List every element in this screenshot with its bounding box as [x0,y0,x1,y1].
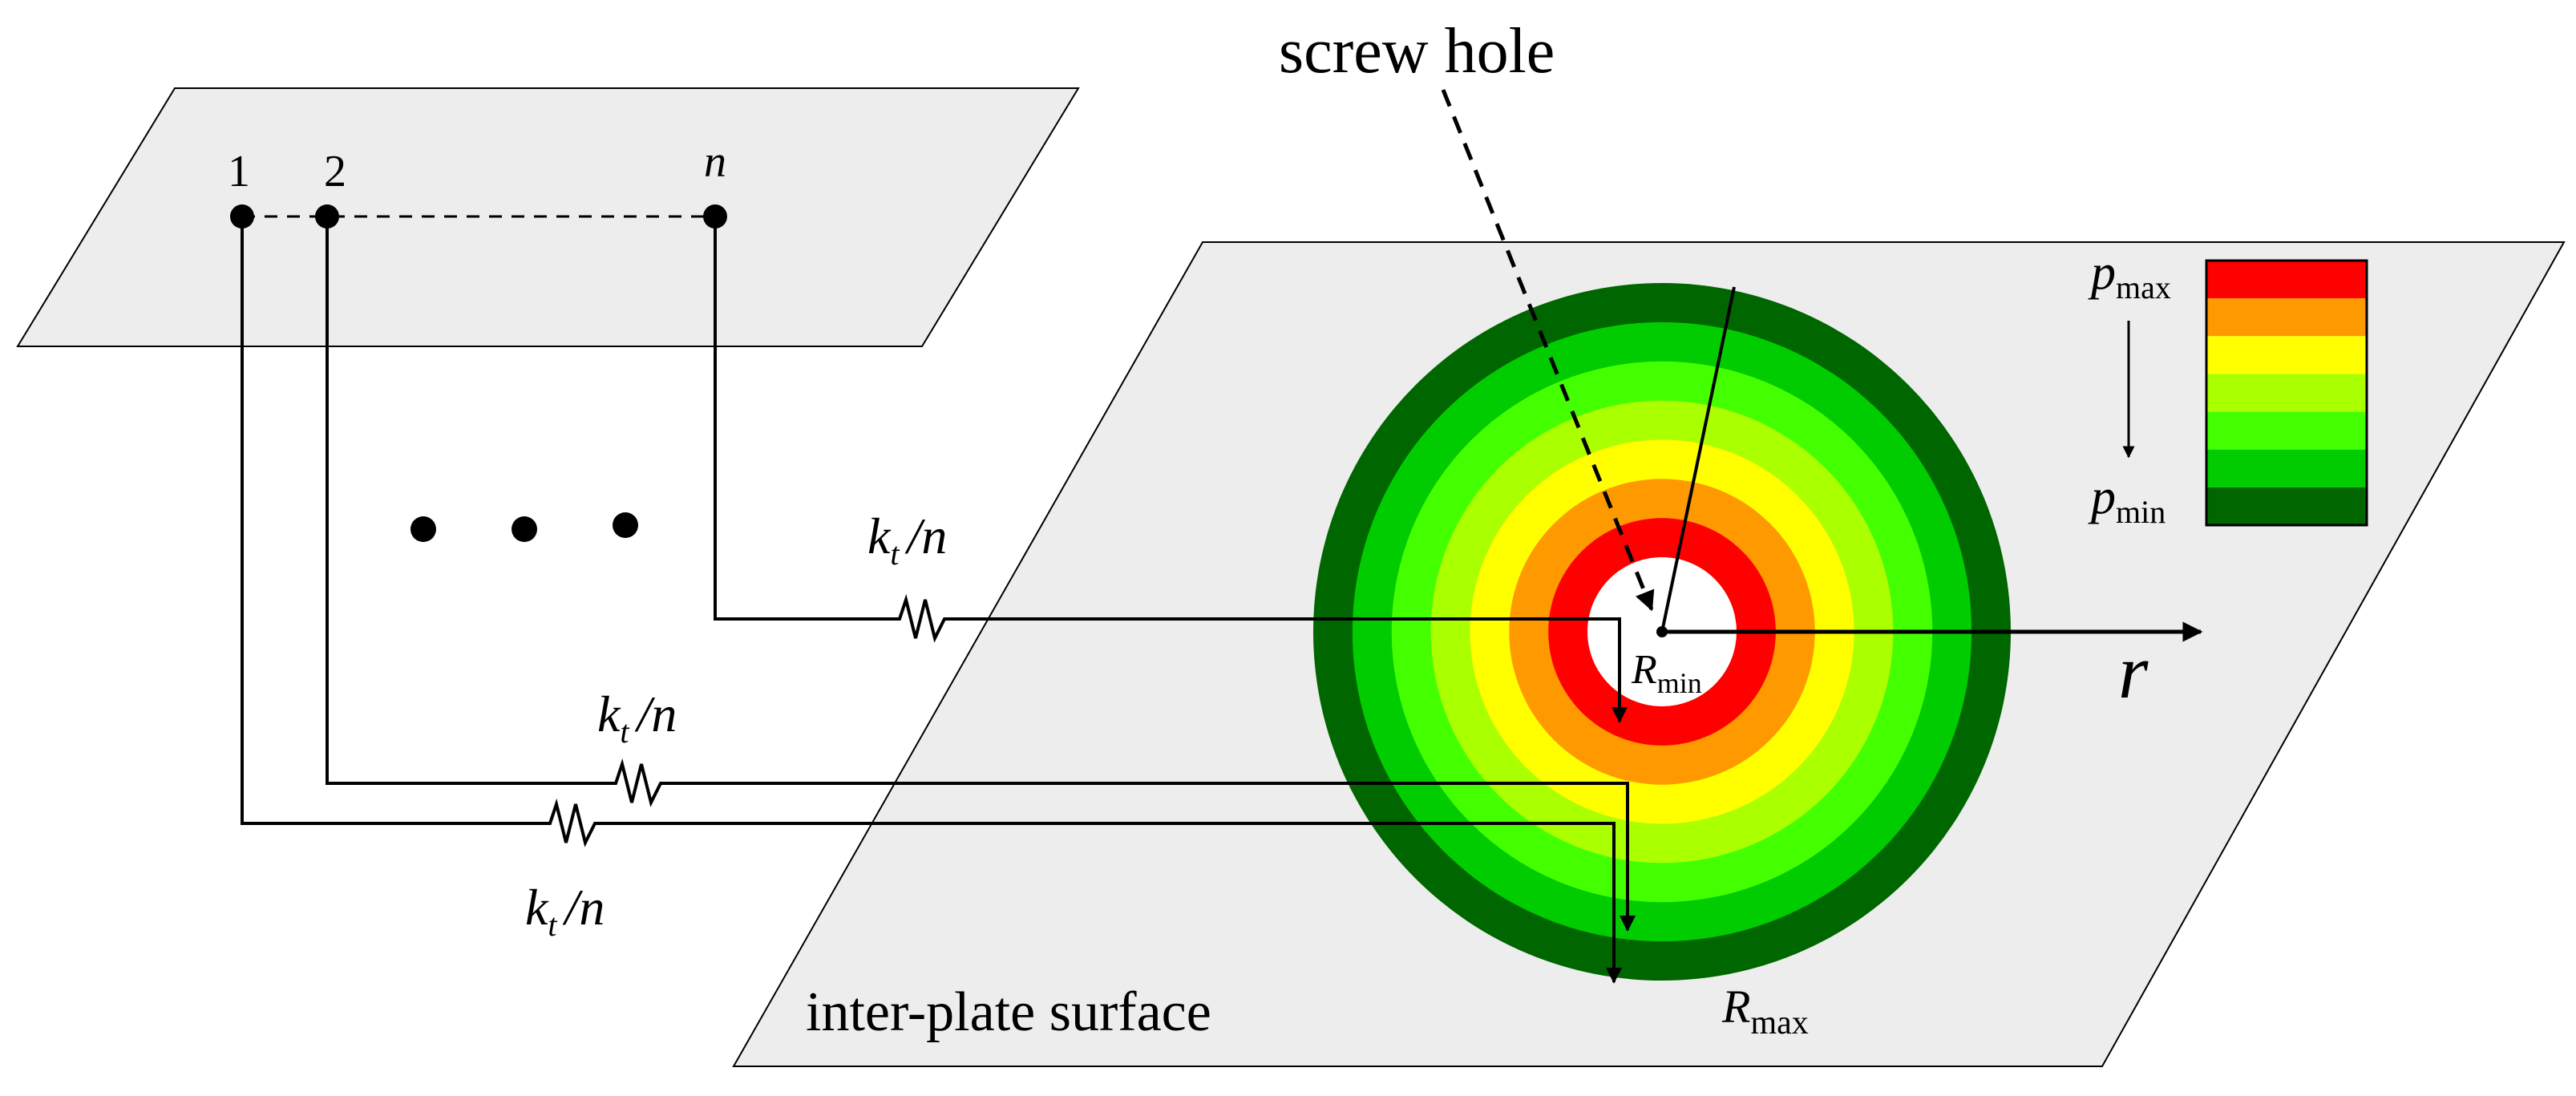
spring-connection-2 [326,216,1636,932]
node-n-label: n [704,137,726,187]
legend-swatch [2206,261,2367,299]
legend-swatch [2206,298,2367,337]
legend-swatch [2206,336,2367,374]
legend-swatch [2206,487,2367,525]
ellipsis-dot [613,512,638,538]
upper-plate [16,87,1080,347]
spring-connection-1 [241,216,1622,984]
pressure-legend [2205,259,2368,527]
spring-connection-n [714,216,1628,723]
legend-swatch [2206,411,2367,450]
ellipsis-dot [512,516,537,542]
inter-plate-surface-label: inter-plate surface [806,981,1211,1043]
p-max-label: pmax [2088,245,2171,305]
r-max-label: Rmax [1721,981,1809,1041]
screw-hole-label: screw hole [1279,16,1555,87]
spring-label-top: kt/n [867,508,947,572]
ring-center-point [1656,626,1668,637]
r-min-label: Rmin [1631,647,1702,699]
node-1-label: 1 [228,147,250,196]
r-axis-label: r [2118,629,2149,714]
node-2-label: 2 [324,147,346,196]
legend-swatch [2206,449,2367,487]
screw-hole-arrow [1441,89,1655,612]
p-min-label: pmin [2088,470,2166,530]
ellipsis-dot [410,516,436,542]
legend-swatch [2206,374,2367,412]
spring-label-middle: kt/n [597,686,677,750]
legend-border [2205,259,2368,527]
radius-line [1660,286,1736,633]
spring-label-bottom: kt/n [525,879,605,943]
